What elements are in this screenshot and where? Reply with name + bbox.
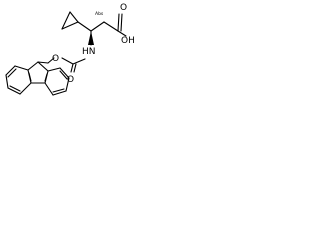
carbamate-linkage xyxy=(37,57,86,73)
ester-oxygen-label: O xyxy=(52,54,59,64)
stereo-wedge-bond xyxy=(88,31,94,45)
absolute-stereo-label: Abs xyxy=(95,11,104,17)
chemical-structure-diagram: Abs O OH HN O O xyxy=(5,3,135,96)
fluorenyl-group xyxy=(5,61,70,96)
carbonyl-oxygen-label: O xyxy=(120,3,127,13)
carbamate-carbonyl-oxygen-label: O xyxy=(67,75,74,85)
cyclopropyl-ring xyxy=(61,11,92,32)
amine-label: HN xyxy=(82,47,96,57)
alpha-backbone xyxy=(90,13,127,46)
hydroxyl-label: OH xyxy=(121,36,135,46)
